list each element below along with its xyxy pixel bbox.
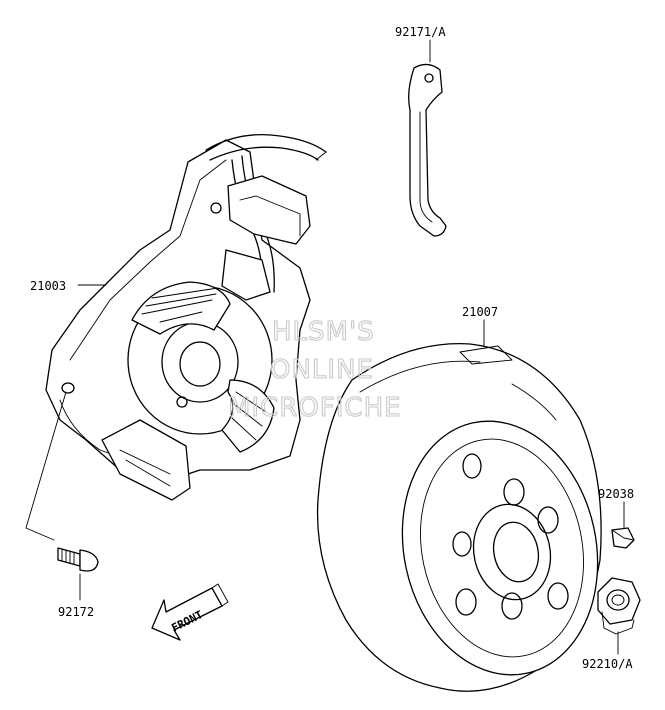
label-92210a: 92210/A — [582, 657, 633, 671]
label-21003: 21003 — [30, 279, 66, 293]
watermark-line-1: HLSM'S — [272, 317, 375, 347]
watermark: HLSM'S ONLINE MICROFICHE — [227, 316, 402, 423]
screw-leader — [25, 391, 67, 541]
front-arrow: FRONT — [151, 583, 229, 641]
key-92038[interactable] — [611, 527, 635, 549]
label-92171a: 92171/A — [395, 25, 446, 39]
rotor-21007[interactable] — [316, 342, 621, 694]
clip-92171a[interactable] — [408, 63, 447, 237]
watermark-line-2: ONLINE — [270, 355, 374, 385]
screw-92172[interactable] — [57, 547, 99, 572]
stator-assembly-21003[interactable] — [45, 133, 327, 501]
label-92038: 92038 — [598, 487, 634, 501]
nut-92210a[interactable] — [597, 577, 641, 635]
label-21007: 21007 — [462, 305, 498, 319]
watermark-line-3: MICROFICHE — [228, 393, 402, 423]
label-92172: 92172 — [58, 605, 94, 619]
